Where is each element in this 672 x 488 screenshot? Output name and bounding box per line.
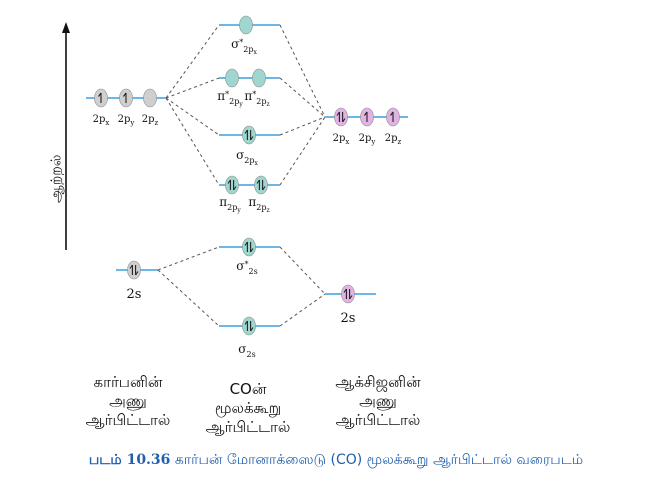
electron-arrows bbox=[343, 288, 353, 300]
mo-sigma_star_2s-label-1: σ*2s bbox=[236, 259, 257, 276]
mo-pi_2p-orbital-1 bbox=[225, 175, 239, 195]
mo-pi_star_2p-orbital-2 bbox=[252, 68, 266, 88]
connector-line bbox=[279, 24, 326, 118]
energy-axis bbox=[62, 22, 70, 250]
carbon-2py-label: 2py bbox=[118, 114, 135, 127]
connector-line bbox=[157, 246, 220, 271]
electron-arrows bbox=[256, 179, 266, 191]
oxygen-orbital-2pz bbox=[386, 107, 400, 127]
electron-arrows bbox=[244, 241, 254, 253]
figure-number: படம் 10.36 bbox=[88, 452, 171, 468]
connector-line bbox=[279, 293, 326, 327]
connector-line bbox=[165, 24, 220, 99]
carbon-orbital-2px bbox=[94, 88, 108, 108]
mo-sigma_star_2px-label-1: σ*2px bbox=[231, 37, 257, 56]
electron-arrows bbox=[123, 92, 127, 103]
mo-sigma_2s-orbital-1 bbox=[242, 316, 256, 336]
carbon-2s-label: 2s bbox=[127, 287, 142, 302]
electron-arrows bbox=[244, 129, 254, 141]
oxygen-2px-label: 2px bbox=[333, 133, 350, 146]
mo-sigma_star_2px-orbital-1 bbox=[239, 15, 253, 35]
mo-pi_star_2p-label-1: π*2py bbox=[217, 89, 243, 108]
oxygen-orbital-2s bbox=[341, 284, 355, 304]
carbon-orbital-2py bbox=[119, 88, 133, 108]
oxygen-2py-label: 2py bbox=[359, 133, 376, 146]
carbon-2pz-label: 2pz bbox=[142, 114, 159, 127]
connector-line bbox=[165, 97, 220, 136]
electron-arrows bbox=[364, 111, 368, 122]
figure-title: கார்பன் மோனாக்ஸைடு (CO) மூலக்கூறு ஆர்பிட… bbox=[174, 452, 584, 468]
mo-sigma_2s-label-1: σ2s bbox=[238, 342, 255, 359]
energy-levels bbox=[86, 15, 408, 336]
co-column-label: COன் மூலக்கூறு ஆர்பிட்டால் bbox=[205, 380, 291, 436]
carbon-orbital-2s bbox=[127, 260, 141, 280]
mo-sigma_2px-label-1: σ2px bbox=[236, 148, 258, 167]
connector-lines bbox=[157, 24, 326, 327]
oxygen-orbital-2py bbox=[360, 107, 374, 127]
oxygen-column-label: ஆக்சிஜனின் அணு ஆர்பிட்டால் bbox=[335, 373, 421, 429]
electron-arrows bbox=[129, 264, 139, 276]
carbon-orbital-2pz bbox=[143, 88, 157, 108]
connector-line bbox=[279, 246, 326, 295]
carbon-column-label: கார்பனின் அணு ஆர்பிட்டால் bbox=[85, 373, 171, 429]
connector-line bbox=[165, 77, 220, 99]
oxygen-2pz-label: 2pz bbox=[385, 133, 402, 146]
electron-arrows bbox=[244, 320, 254, 332]
mo-pi_2p-label-2: π2pz bbox=[248, 195, 269, 214]
oxygen-orbital-2px bbox=[334, 107, 348, 127]
energy-axis-label: ஆற்றல் bbox=[48, 154, 65, 203]
mo-pi_2p-orbital-2 bbox=[254, 175, 268, 195]
connector-line bbox=[165, 97, 220, 186]
mo-sigma_star_2s-orbital-1 bbox=[242, 237, 256, 257]
mo-pi_2p-label-1: π2py bbox=[219, 195, 241, 214]
electron-arrows bbox=[336, 111, 346, 123]
carbon-2px-label: 2px bbox=[93, 114, 110, 127]
connector-line bbox=[279, 77, 326, 118]
connector-line bbox=[157, 269, 220, 327]
mo-sigma_2px-orbital-1 bbox=[242, 125, 256, 145]
oxygen-2s-label: 2s bbox=[341, 311, 356, 326]
mo-pi_star_2p-orbital-1 bbox=[225, 68, 239, 88]
electron-arrows bbox=[98, 92, 102, 103]
connector-line bbox=[279, 116, 326, 136]
mo-pi_star_2p-label-2: π*2pz bbox=[244, 89, 269, 108]
figure-caption: படம் 10.36 கார்பன் மோனாக்ஸைடு (CO) மூலக்… bbox=[0, 452, 672, 470]
electron-arrows bbox=[227, 179, 237, 191]
electron-arrows bbox=[390, 111, 394, 122]
connector-line bbox=[279, 116, 326, 186]
